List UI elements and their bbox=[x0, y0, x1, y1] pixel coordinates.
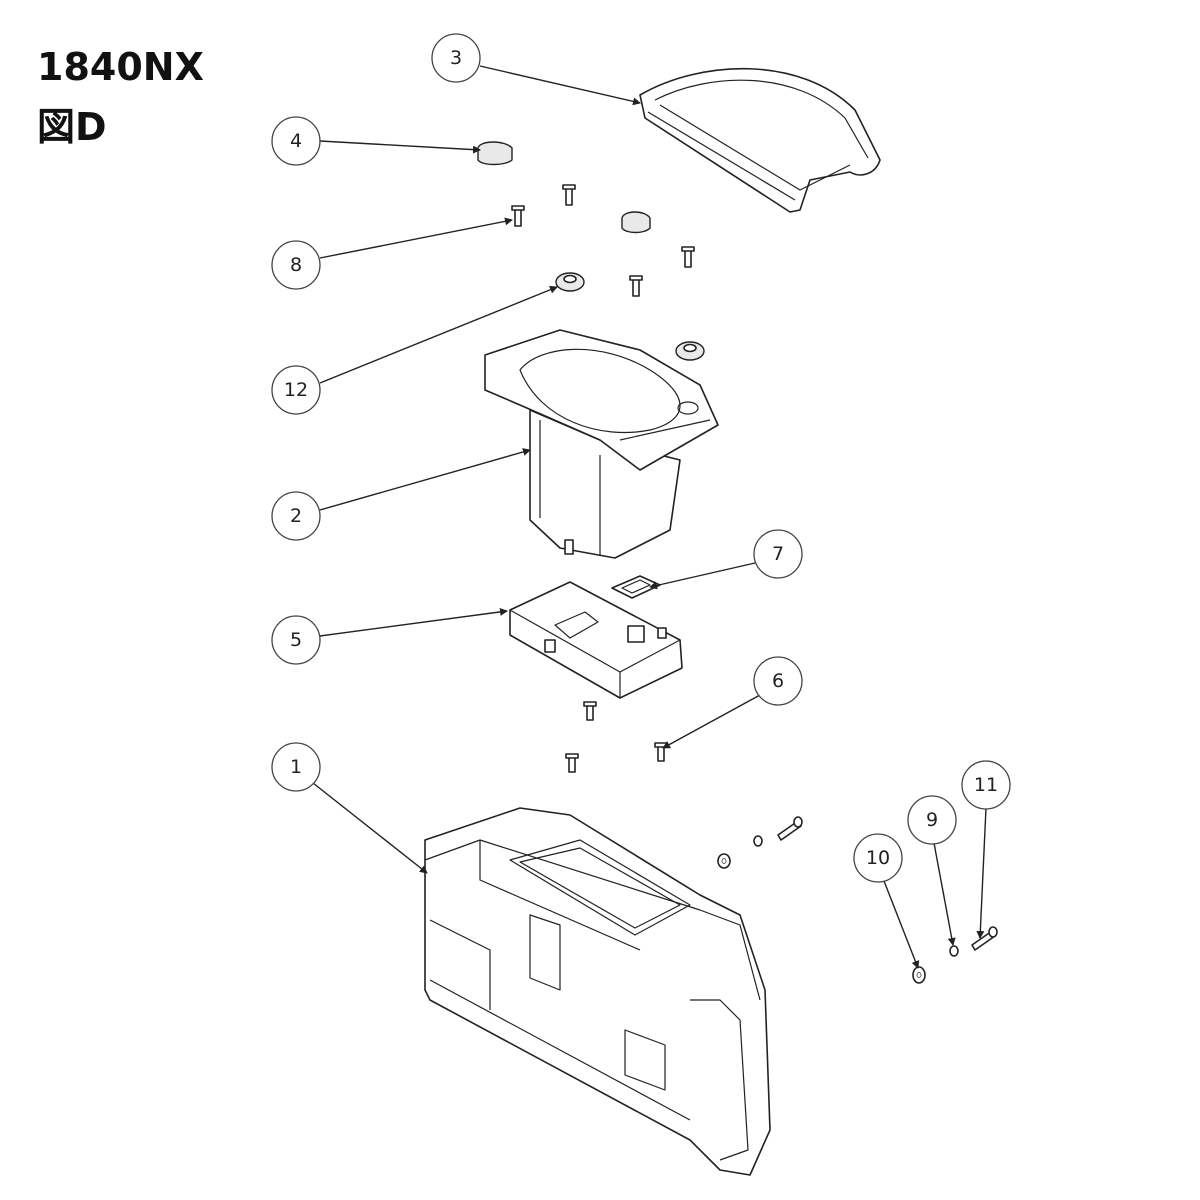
callout-3: 3 bbox=[431, 33, 481, 83]
callout-7: 7 bbox=[753, 529, 803, 579]
callout-5: 5 bbox=[271, 615, 321, 665]
callout-1: 1 bbox=[271, 742, 321, 792]
callout-2: 2 bbox=[271, 491, 321, 541]
svg-text:10: 10 bbox=[866, 847, 890, 869]
part-2-housing bbox=[484, 329, 719, 559]
leader-lines bbox=[312, 65, 987, 969]
part-4-caps bbox=[477, 141, 651, 234]
svg-text:3: 3 bbox=[450, 47, 462, 69]
svg-text:2: 2 bbox=[290, 505, 302, 527]
callout-10: 10 bbox=[853, 833, 903, 883]
callout-11: 11 bbox=[961, 760, 1011, 810]
svg-text:6: 6 bbox=[772, 670, 784, 692]
callout-8: 8 bbox=[271, 240, 321, 290]
svg-text:7: 7 bbox=[772, 543, 784, 565]
part-1-base bbox=[424, 807, 771, 1176]
part-8-screws bbox=[511, 184, 695, 297]
part-10-washer bbox=[912, 966, 926, 984]
svg-text:11: 11 bbox=[974, 774, 998, 796]
callout-9: 9 bbox=[907, 795, 957, 845]
part-3-lid bbox=[639, 67, 881, 213]
model-title: 1840NX bbox=[37, 45, 204, 89]
part-9-lock-washer bbox=[949, 945, 959, 957]
part-11-bolt bbox=[971, 926, 998, 951]
part-12-grommets bbox=[555, 272, 705, 361]
part-6-screws bbox=[565, 701, 668, 773]
callout-4: 4 bbox=[271, 116, 321, 166]
part-5-circuit-board bbox=[509, 581, 683, 699]
svg-text:8: 8 bbox=[290, 254, 302, 276]
base-hardware bbox=[717, 816, 803, 869]
svg-text:9: 9 bbox=[926, 809, 938, 831]
figure-label: 図D bbox=[37, 105, 107, 149]
callout-12: 12 bbox=[271, 365, 321, 415]
callout-6: 6 bbox=[753, 656, 803, 706]
svg-text:1: 1 bbox=[290, 756, 302, 778]
svg-text:5: 5 bbox=[290, 629, 302, 651]
svg-text:4: 4 bbox=[290, 130, 302, 152]
svg-text:12: 12 bbox=[284, 379, 308, 401]
